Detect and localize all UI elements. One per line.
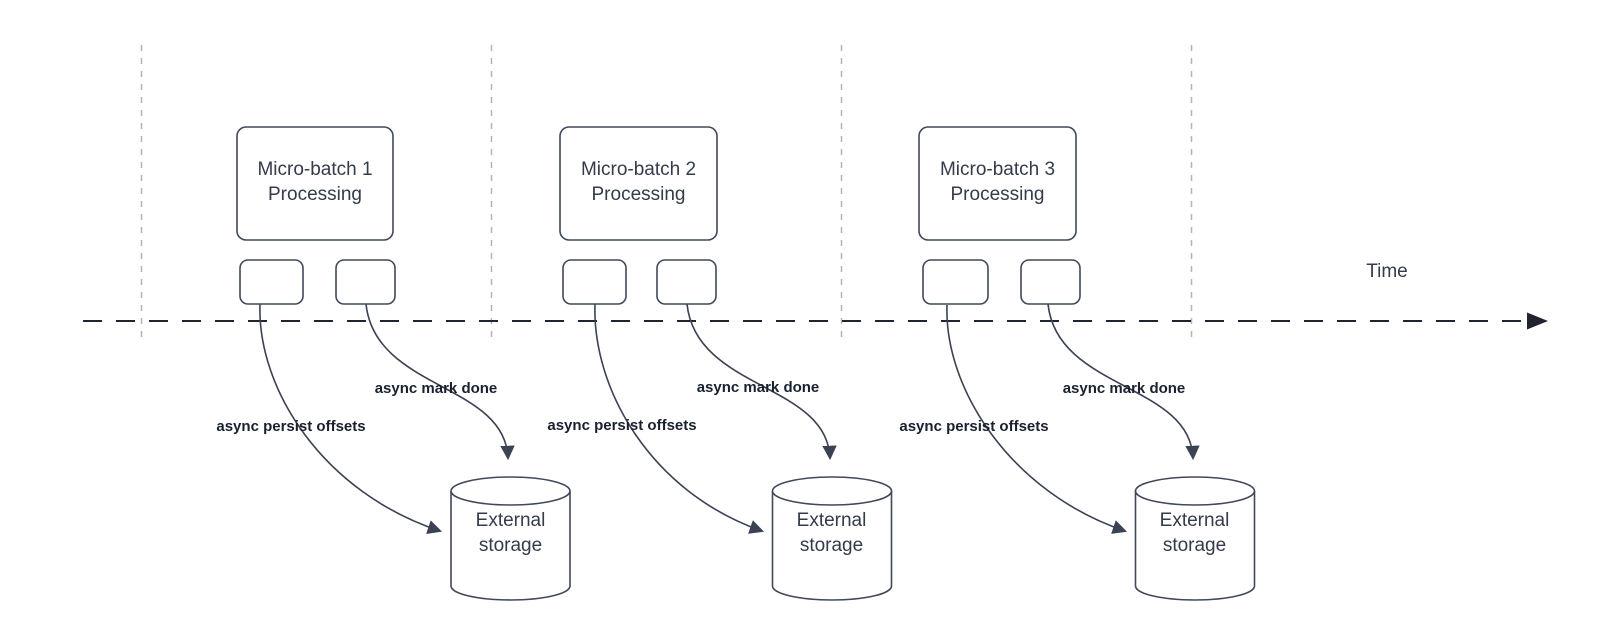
micro-batch-3-processing-box bbox=[918, 126, 1077, 241]
offset-box-3b bbox=[1020, 259, 1081, 305]
micro-batch-2-processing-box bbox=[559, 126, 718, 241]
mark-done-label-1: async mark done bbox=[374, 380, 498, 397]
micro-batch-3-label: Micro-batch 3 Processing bbox=[939, 159, 1056, 205]
persist-offsets-label-3: async persist offsets bbox=[899, 418, 1049, 435]
micro-batch-group-1 bbox=[236, 126, 571, 601]
micro-batch-1-label: Micro-batch 1 Processing bbox=[257, 159, 373, 205]
time-guide-lines bbox=[140, 45, 1193, 340]
persist-offsets-label-1: async persist offsets bbox=[216, 418, 366, 435]
time-axis-label: Time bbox=[1366, 261, 1408, 282]
offset-box-3a bbox=[922, 259, 989, 305]
offset-box-1b bbox=[335, 259, 396, 305]
external-storage-cylinder-2 bbox=[771, 476, 893, 601]
external-storage-cylinder-1 bbox=[450, 476, 571, 601]
offset-box-2b bbox=[656, 259, 717, 305]
mark-done-arrow-3 bbox=[1047, 303, 1200, 461]
micro-batch-2-label: Micro-batch 2 Processing bbox=[580, 159, 697, 205]
mark-done-arrow-2 bbox=[686, 303, 837, 461]
external-storage-cylinder-3 bbox=[1134, 476, 1256, 601]
mark-done-label-2: async mark done bbox=[696, 379, 820, 396]
external-storage-label-3: External storage bbox=[1159, 510, 1230, 556]
persist-offsets-arrow-1 bbox=[259, 303, 443, 534]
time-axis bbox=[83, 312, 1548, 330]
micro-batch-group-3 bbox=[918, 126, 1256, 601]
mark-done-label-3: async mark done bbox=[1062, 380, 1186, 397]
persist-offsets-label-2: async persist offsets bbox=[547, 417, 697, 434]
offset-box-2a bbox=[562, 259, 627, 305]
offset-box-1a bbox=[239, 259, 304, 305]
persist-offsets-arrow-3 bbox=[946, 304, 1128, 534]
micro-batch-1-processing-box bbox=[236, 126, 394, 241]
external-storage-label-1: External storage bbox=[475, 510, 546, 556]
persist-offsets-arrow-2 bbox=[594, 303, 765, 534]
external-storage-label-2: External storage bbox=[796, 510, 867, 556]
mark-done-arrow-1 bbox=[365, 303, 515, 461]
micro-batch-group-2 bbox=[559, 126, 893, 601]
time-axis-arrowhead-icon bbox=[1527, 312, 1548, 330]
